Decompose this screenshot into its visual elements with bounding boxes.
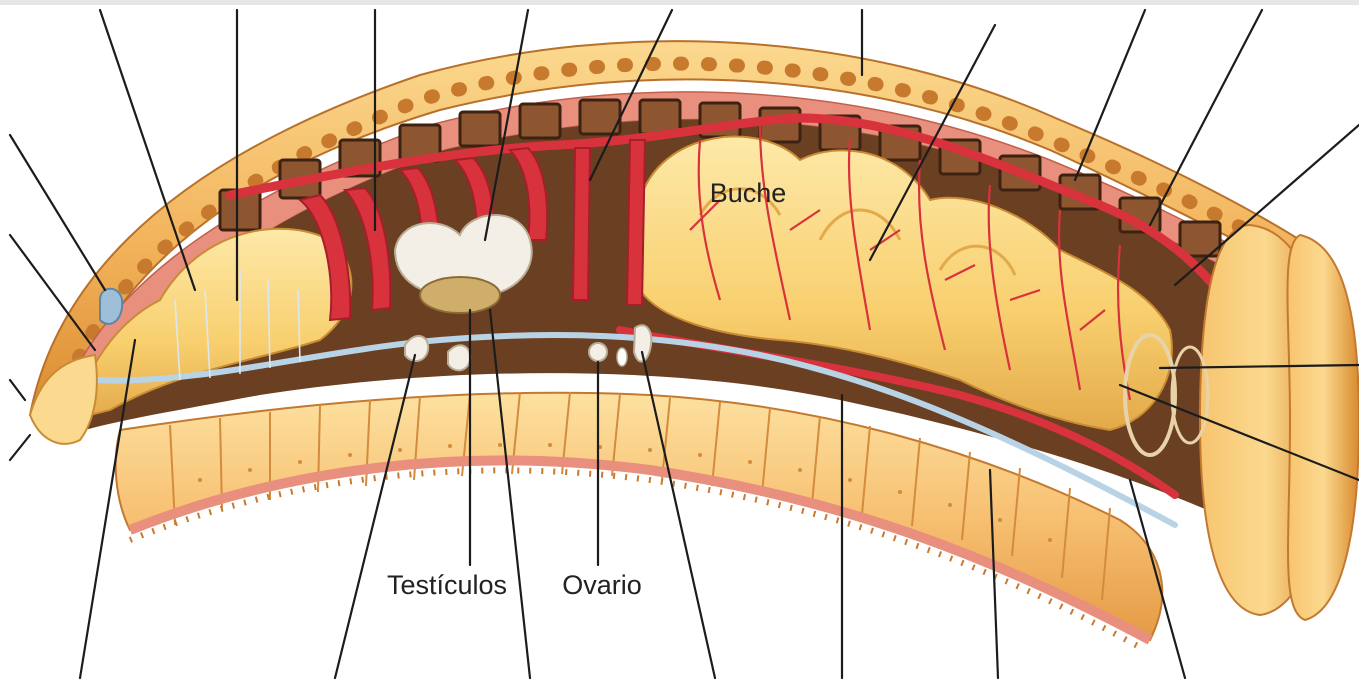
prostomium — [30, 355, 97, 444]
label-ovario: Ovario — [562, 570, 642, 600]
cerebral-ganglion — [100, 289, 122, 324]
label-buche: Buche — [710, 178, 787, 208]
label-testiculos: Testículos — [387, 570, 507, 600]
